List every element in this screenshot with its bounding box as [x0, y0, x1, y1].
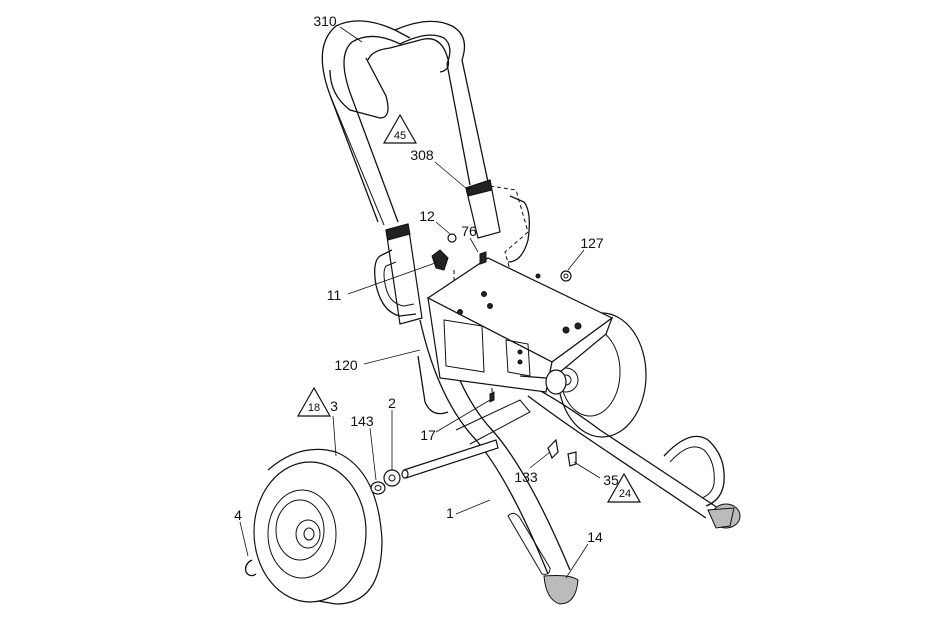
leader-143	[369, 427, 377, 481]
callout-11: 11	[327, 287, 342, 303]
handle-310	[321, 20, 489, 226]
washer-2	[383, 469, 401, 487]
callout-76: 76	[461, 223, 477, 239]
mounting-plate	[426, 257, 614, 393]
leader-127	[567, 249, 585, 271]
leader-35	[573, 461, 601, 479]
small-hardware	[431, 187, 577, 467]
leader-4	[239, 521, 249, 557]
callouts: 310 308 12 76 127 11 120 3 143 2 17 133 …	[234, 13, 619, 545]
callout-17: 17	[420, 427, 436, 443]
callout-1: 1	[446, 505, 454, 521]
warning-18-label: 18	[308, 402, 320, 414]
frame-rail-right	[519, 379, 725, 519]
callout-127: 127	[580, 235, 604, 251]
callout-14: 14	[587, 529, 603, 545]
leader-3	[332, 415, 337, 457]
leader-12	[435, 221, 451, 235]
axle-hub	[519, 369, 567, 395]
washer-143	[370, 481, 386, 495]
callout-4: 4	[234, 507, 242, 523]
leader-308	[434, 161, 469, 191]
warning-24-label: 24	[619, 488, 631, 500]
warning-triangle-18: 18	[296, 386, 332, 417]
leader-11	[347, 261, 439, 295]
leader-lines	[239, 26, 601, 579]
callout-2: 2	[388, 395, 396, 411]
leader-14	[565, 543, 589, 579]
leader-310	[339, 26, 363, 43]
warning-triangle-45: 45	[382, 113, 418, 144]
callout-143: 143	[350, 413, 374, 429]
leader-76	[469, 237, 479, 253]
callout-308: 308	[410, 147, 434, 163]
callout-3: 3	[330, 398, 338, 414]
axle-17	[401, 439, 499, 479]
rear-foot-cap	[707, 503, 741, 529]
callout-310: 310	[313, 13, 337, 29]
leader-17	[435, 399, 491, 433]
callout-12: 12	[419, 208, 435, 224]
warning-triangle-24: 24	[606, 472, 642, 503]
foot-cap-14	[543, 575, 579, 605]
assembly-guide-line-a	[489, 185, 529, 271]
callout-133: 133	[514, 469, 538, 485]
callout-35: 35	[603, 472, 619, 488]
clip-4	[244, 559, 257, 577]
front-wheel-3	[253, 448, 383, 605]
warning-45-label: 45	[394, 130, 406, 142]
callout-120: 120	[334, 357, 358, 373]
leader-1	[455, 499, 491, 515]
leader-133	[529, 451, 551, 469]
leader-120	[363, 349, 421, 365]
frame-side-loops	[374, 195, 530, 415]
